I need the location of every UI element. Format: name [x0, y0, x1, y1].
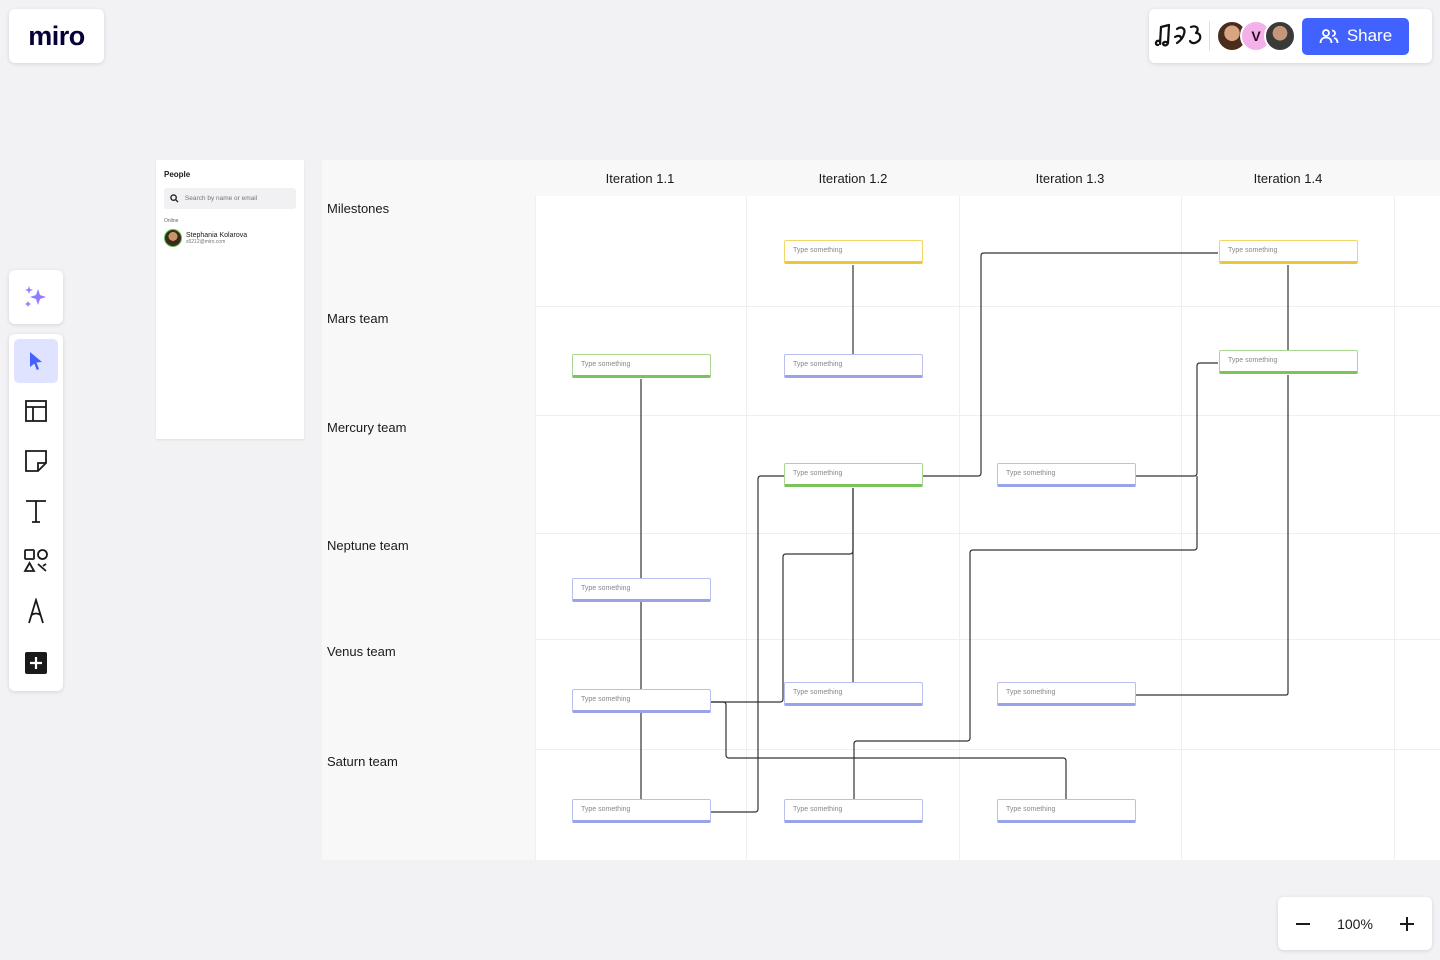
zoom-level[interactable]: 100%: [1337, 915, 1373, 932]
row-label-saturn-team[interactable]: Saturn team: [327, 754, 398, 769]
grid-line: [959, 196, 960, 860]
people-search-input[interactable]: [182, 194, 296, 203]
more-tools-button[interactable]: [14, 641, 58, 685]
logo-text: miro: [28, 20, 85, 51]
venus-card[interactable]: Type something: [572, 689, 711, 713]
grid-line: [1181, 196, 1182, 860]
topbar-divider: [1209, 21, 1210, 51]
milestone-card[interactable]: Type something: [784, 240, 923, 264]
people-panel-title: People: [164, 170, 191, 179]
collaborator-avatars: V: [1216, 20, 1296, 52]
neptune-card[interactable]: Type something: [572, 578, 711, 602]
column-header-row: [535, 160, 1440, 196]
main-toolbar: [9, 334, 63, 691]
venus-card[interactable]: Type something: [784, 682, 923, 706]
sticky-note-icon: [25, 450, 47, 472]
text-tool[interactable]: [14, 489, 58, 533]
mars-card[interactable]: Type something: [572, 354, 711, 378]
row-label-column: [322, 160, 535, 860]
person-name: Stephania Kolarova: [186, 231, 248, 239]
plus-square-icon: [25, 652, 47, 674]
zoom-in-icon[interactable]: [1398, 915, 1416, 933]
pen-icon: [28, 598, 44, 624]
row-label-mars-team[interactable]: Mars team: [327, 311, 389, 326]
saturn-card[interactable]: Type something: [784, 799, 923, 823]
column-header-iteration-1-1[interactable]: Iteration 1.1: [605, 171, 675, 186]
music-notes-icon[interactable]: [1149, 9, 1209, 63]
people-list-item[interactable]: Stephania Kolarova s5212@miro.com: [164, 229, 247, 247]
sticky-note-tool[interactable]: [14, 439, 58, 483]
grid-line: [535, 749, 1440, 750]
miro-logo[interactable]: miro: [9, 9, 104, 63]
people-search[interactable]: [164, 188, 296, 209]
grid-line: [535, 415, 1440, 416]
row-label-venus-team[interactable]: Venus team: [327, 644, 396, 659]
roadmap-frame[interactable]: Iteration 1.1 Iteration 1.2 Iteration 1.…: [322, 160, 1440, 860]
cursor-icon: [30, 352, 42, 370]
column-header-iteration-1-4[interactable]: Iteration 1.4: [1253, 171, 1323, 186]
saturn-card[interactable]: Type something: [572, 799, 711, 823]
ai-tool-button[interactable]: [9, 270, 63, 324]
share-button[interactable]: Share: [1302, 17, 1409, 55]
people-panel: People Online Stephania Kolarova s5212@m…: [156, 160, 304, 439]
online-status-label: Online: [164, 218, 179, 224]
grid-line: [746, 196, 747, 860]
avatar[interactable]: [1264, 20, 1296, 52]
grid-line: [535, 639, 1440, 640]
venus-card[interactable]: Type something: [997, 682, 1136, 706]
row-label-mercury-team[interactable]: Mercury team: [327, 420, 407, 435]
zoom-control: 100%: [1278, 897, 1432, 950]
share-label: Share: [1346, 26, 1393, 45]
mars-card[interactable]: Type something: [784, 354, 923, 378]
users-icon: [1319, 29, 1339, 44]
layout-icon: [25, 400, 47, 422]
shapes-icon: [23, 549, 48, 572]
mercury-card[interactable]: Type something: [997, 463, 1136, 487]
row-label-milestones[interactable]: Milestones: [327, 201, 390, 216]
column-header-iteration-1-2[interactable]: Iteration 1.2: [818, 171, 888, 186]
mercury-card[interactable]: Type something: [784, 463, 923, 487]
top-right-bar: V Share: [1149, 9, 1432, 63]
pen-tool[interactable]: [14, 589, 58, 633]
mars-card[interactable]: Type something: [1219, 350, 1358, 374]
shapes-tool[interactable]: [14, 539, 58, 583]
person-email: s5212@miro.com: [186, 238, 226, 245]
grid-line: [1394, 196, 1395, 860]
grid-line: [535, 533, 1440, 534]
text-icon: [26, 500, 46, 523]
search-icon: [170, 194, 179, 203]
row-label-neptune-team[interactable]: Neptune team: [327, 538, 409, 553]
zoom-out-icon[interactable]: [1294, 915, 1312, 933]
saturn-card[interactable]: Type something: [997, 799, 1136, 823]
sparkle-icon: [25, 286, 46, 307]
milestone-card[interactable]: Type something: [1219, 240, 1358, 264]
grid-line: [535, 306, 1440, 307]
column-header-iteration-1-3[interactable]: Iteration 1.3: [1035, 171, 1105, 186]
avatar: [164, 229, 182, 247]
grid-line: [535, 196, 536, 860]
templates-tool[interactable]: [14, 389, 58, 433]
select-tool[interactable]: [14, 339, 58, 383]
